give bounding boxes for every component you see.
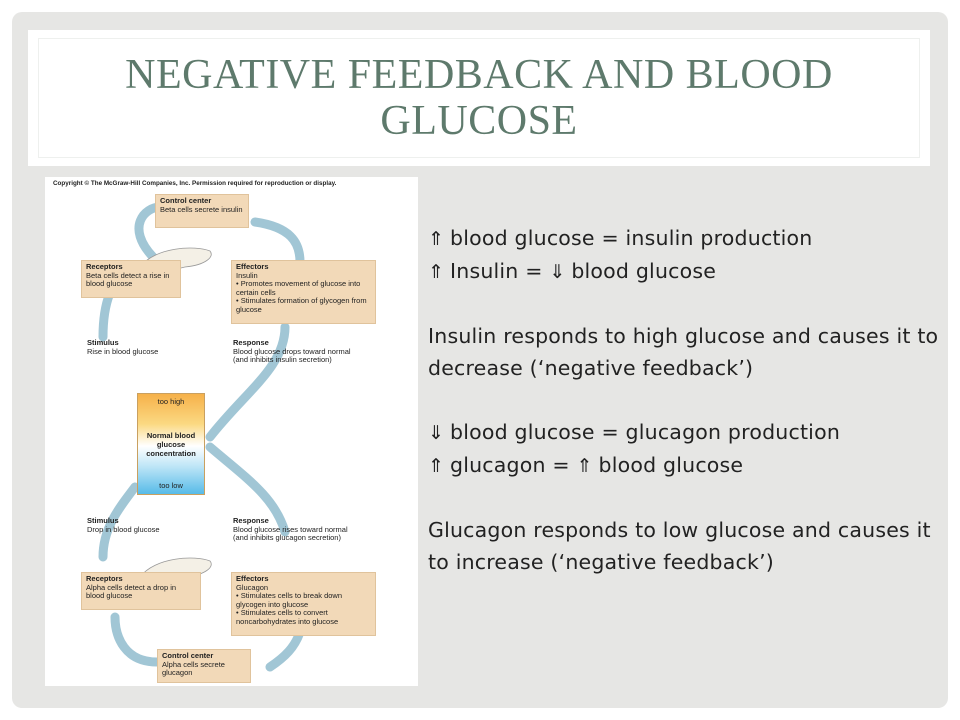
arrow-bottom-left bbox=[110, 612, 162, 667]
glucagon-cause-line: ⇓blood glucose = glucagon production bbox=[428, 416, 953, 449]
effectors-bottom: Effectors Glucagon • Stimulates cells to… bbox=[231, 572, 376, 636]
explanation-text: ⇑blood glucose = insulin production ⇑Ins… bbox=[428, 222, 953, 578]
effectors-top: Effectors Insulin • Promotes movement of… bbox=[231, 260, 376, 324]
normal-glucose-box: too high Normal blood glucose concentrat… bbox=[137, 393, 205, 495]
arrow-right-lower bbox=[205, 442, 290, 537]
control-center-bottom: Control center Alpha cells secrete gluca… bbox=[157, 649, 251, 683]
down-arrow-icon: ⇓ bbox=[549, 261, 566, 283]
insulin-cause-line: ⇑blood glucose = insulin production bbox=[428, 222, 953, 255]
arrow-bottom-right bbox=[265, 627, 305, 672]
insulin-effect-line: ⇑Insulin = ⇓blood glucose bbox=[428, 255, 953, 288]
up-arrow-icon: ⇑ bbox=[428, 228, 445, 250]
page-title: NEGATIVE FEEDBACK AND BLOOD GLUCOSE bbox=[125, 52, 833, 144]
cycle-arrows bbox=[98, 202, 305, 672]
response-top: Response Blood glucose drops toward norm… bbox=[233, 338, 351, 365]
up-arrow-icon: ⇑ bbox=[428, 261, 445, 283]
stimulus-bottom: Stimulus Drop in blood glucose bbox=[87, 516, 160, 534]
copyright-notice: Copyright © The McGraw-Hill Companies, I… bbox=[53, 180, 337, 187]
up-arrow-icon: ⇑ bbox=[576, 455, 593, 477]
response-bottom: Response Blood glucose rises toward norm… bbox=[233, 516, 348, 543]
stimulus-top: Stimulus Rise in blood glucose bbox=[87, 338, 159, 356]
arrow-left-lower bbox=[98, 482, 140, 562]
down-arrow-icon: ⇓ bbox=[428, 422, 445, 444]
insulin-paragraph: Insulin responds to high glucose and cau… bbox=[428, 324, 939, 380]
feedback-diagram: Copyright © The McGraw-Hill Companies, I… bbox=[45, 177, 418, 686]
receptors-top: Receptors Beta cells detect a rise in bl… bbox=[81, 260, 181, 298]
arrow-top-right bbox=[250, 217, 305, 267]
title-box: NEGATIVE FEEDBACK AND BLOOD GLUCOSE bbox=[28, 30, 930, 166]
glucagon-paragraph: Glucagon responds to low glucose and cau… bbox=[428, 518, 931, 574]
control-center-top: Control center Beta cells secrete insuli… bbox=[155, 194, 249, 228]
receptors-bottom: Receptors Alpha cells detect a drop in b… bbox=[81, 572, 201, 610]
up-arrow-icon: ⇑ bbox=[428, 455, 445, 477]
arrow-right-down bbox=[205, 322, 290, 442]
glucagon-effect-line: ⇑glucagon = ⇑blood glucose bbox=[428, 449, 953, 482]
